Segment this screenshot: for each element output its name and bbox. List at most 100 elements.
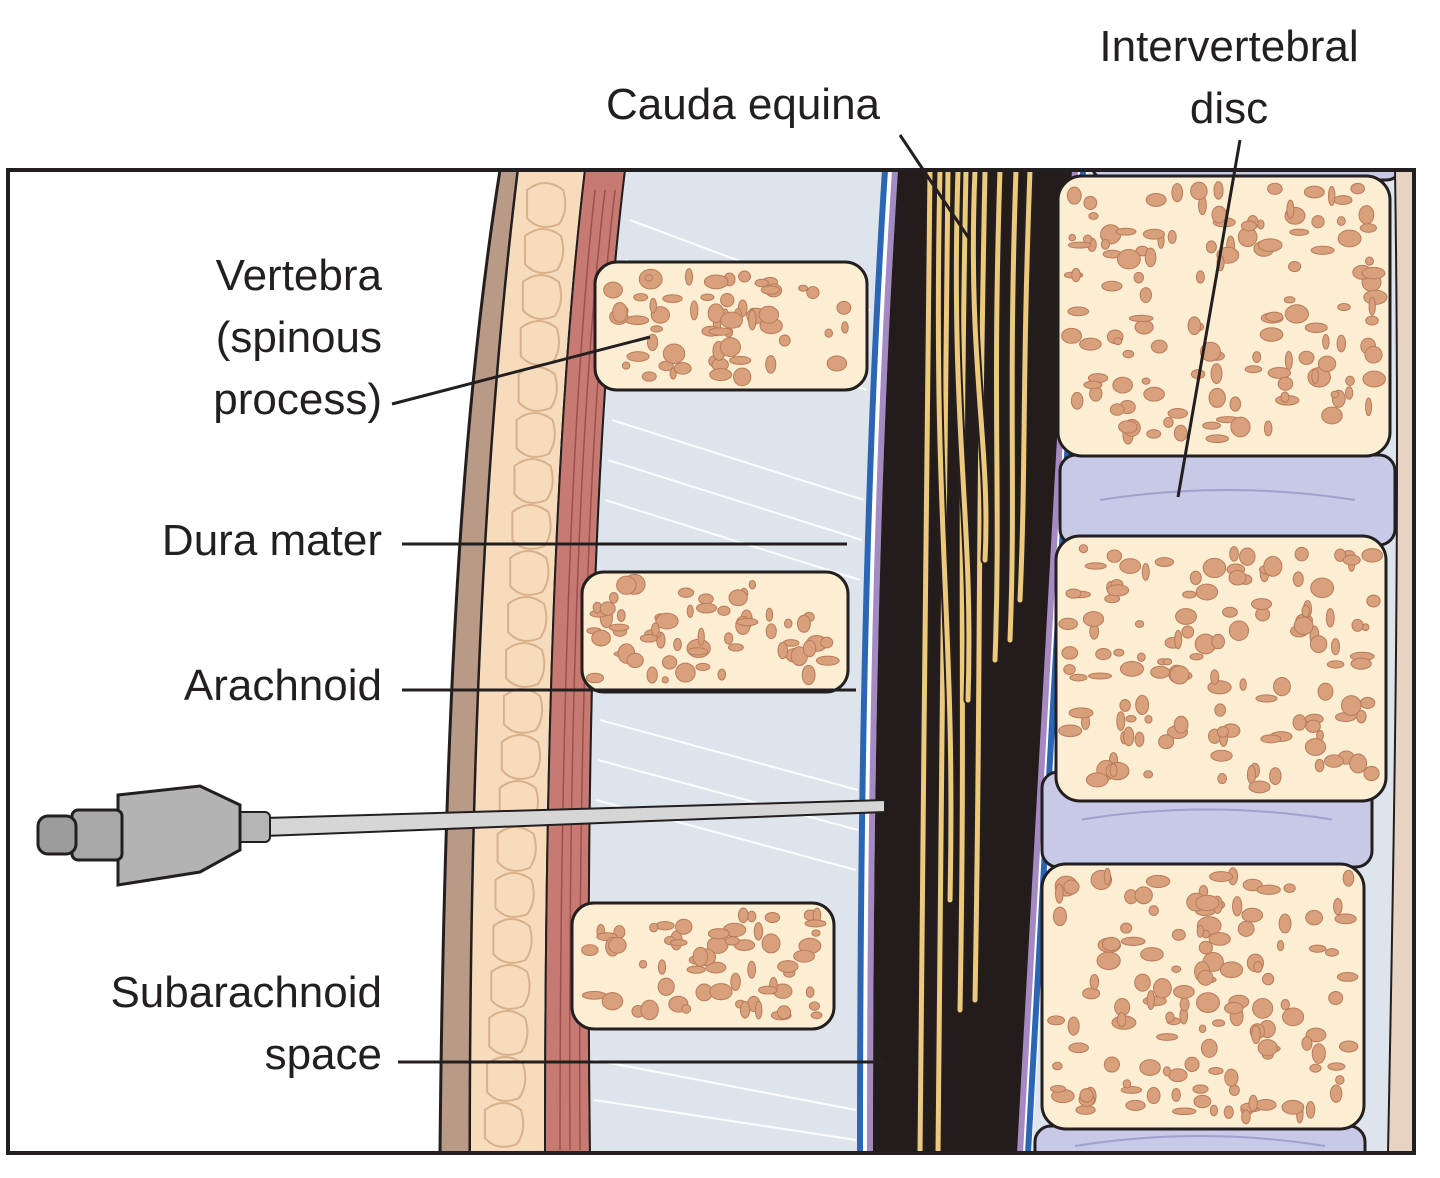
bone-trabecula <box>1336 972 1359 982</box>
bone-trabecula <box>1122 349 1135 359</box>
bone-trabecula <box>1067 241 1092 249</box>
bone-trabecula <box>1145 192 1167 207</box>
bone-trabecula <box>1065 588 1082 599</box>
bone-trabecula <box>695 602 718 614</box>
leader-lines <box>391 134 1242 1064</box>
bone-trabecula <box>1105 761 1130 781</box>
bone-trabecula <box>638 959 648 969</box>
bone-trabecula <box>1228 569 1247 586</box>
bone-trabecula <box>1152 978 1172 999</box>
bone-trabecula <box>644 274 654 282</box>
bone-trabecula <box>776 1005 792 1020</box>
bone-trabecula <box>1310 577 1335 599</box>
bone-trabecula <box>1284 304 1309 324</box>
bone-trabecula <box>1171 965 1182 973</box>
bone-trabecula <box>1288 260 1302 273</box>
bone-trabecula <box>1195 992 1220 1013</box>
arachnoid-line-posterior <box>867 170 898 1153</box>
bone-trabecula <box>686 604 694 618</box>
bone-trabecula <box>1165 1011 1175 1023</box>
spinous-processes <box>570 260 869 1031</box>
bone-trabecula <box>1327 185 1336 207</box>
bone-trabecula <box>612 301 628 323</box>
bone-trabecula <box>820 636 834 649</box>
fat-lobule <box>488 1010 529 1056</box>
anterior-ligament <box>1386 170 1414 1153</box>
bone-trabecula <box>1350 657 1372 670</box>
bone-trabecula <box>655 612 679 630</box>
bone-trabecula <box>1284 350 1293 371</box>
bone-trabecula <box>1330 638 1341 656</box>
bone-trabecula <box>1193 1094 1212 1109</box>
bone-trabecula <box>1067 1016 1080 1036</box>
label-cauda-equina: Cauda equina <box>606 80 881 129</box>
bone-trabecula <box>1265 311 1284 323</box>
bone-trabecula <box>1120 936 1146 946</box>
nerve-root <box>917 170 933 1153</box>
bone-trabecula <box>1248 1094 1259 1112</box>
nerve-root <box>972 170 988 1003</box>
bone-trabecula <box>1250 598 1273 610</box>
bone-trabecula <box>608 592 619 604</box>
bone-trabecula <box>1305 719 1321 733</box>
bone-trabecula <box>1361 548 1383 563</box>
label-intervertebral-line1: Intervertebral <box>1099 22 1359 71</box>
bone-trabecula <box>581 944 599 956</box>
bone-trabecula <box>1222 606 1238 618</box>
bone-trabecula <box>761 933 781 954</box>
bone-trabecula <box>1289 228 1310 236</box>
bone-trabecula <box>1139 287 1152 304</box>
bone-trabecula <box>1112 376 1133 394</box>
bone-trabecula <box>1280 999 1290 1011</box>
vertebral-bodies <box>1033 170 1403 1153</box>
bone-trabecula <box>1082 611 1105 627</box>
bone-trabecula <box>1350 182 1365 195</box>
bone-trabecula <box>1113 337 1123 346</box>
bone-trabecula <box>1120 922 1133 934</box>
label-intervertebral-line2: disc <box>1189 84 1269 133</box>
bone-trabecula <box>1267 182 1283 195</box>
bone-trabecula <box>815 655 840 666</box>
bone-trabecula <box>1256 884 1281 895</box>
bone-trabecula <box>732 367 752 387</box>
bone-trabecula <box>1335 1075 1345 1085</box>
bone-trabecula <box>1096 951 1121 970</box>
bone-trabecula <box>1100 239 1110 250</box>
bone-trabecula <box>585 672 605 684</box>
bone-trabecula <box>810 1011 823 1020</box>
bone-trabecula <box>1197 969 1214 986</box>
bone-trabecula <box>1118 420 1138 434</box>
bone-trabecula <box>709 368 733 381</box>
bone-trabecula <box>1252 998 1274 1019</box>
bone-trabecula <box>705 961 727 974</box>
bone-trabecula <box>695 662 711 672</box>
bone-trabecula <box>1298 350 1315 365</box>
bone-trabecula <box>621 361 631 370</box>
bone-trabecula <box>1181 625 1195 639</box>
bone-trabecula <box>1219 961 1244 979</box>
disc-ring <box>1099 489 1356 501</box>
bone-trabecula <box>1214 703 1226 717</box>
bone-trabecula <box>1102 936 1121 952</box>
bone-trabecula <box>1148 905 1159 917</box>
bone-trabecula <box>1255 694 1278 703</box>
bone-trabecula <box>1365 315 1379 326</box>
fat-lobule <box>521 274 563 320</box>
bone-trabecula <box>1172 1107 1197 1116</box>
bone-trabecula <box>1195 270 1205 284</box>
bone-trabecula <box>1173 424 1188 442</box>
bone-trabecula <box>1232 896 1243 917</box>
bone-trabecula <box>1304 322 1328 333</box>
bone-trabecula <box>1116 248 1141 270</box>
bone-trabecula <box>673 362 692 375</box>
bone-trabecula <box>802 639 817 658</box>
bone-trabecula <box>808 1001 820 1011</box>
bone-trabecula <box>1119 698 1131 712</box>
bone-trabecula <box>608 936 627 954</box>
bone-trabecula <box>1257 219 1265 230</box>
bone-trabecula <box>662 294 683 304</box>
bone-trabecula <box>1301 604 1311 618</box>
bone-trabecula <box>658 360 674 372</box>
needle-hub <box>116 784 242 887</box>
